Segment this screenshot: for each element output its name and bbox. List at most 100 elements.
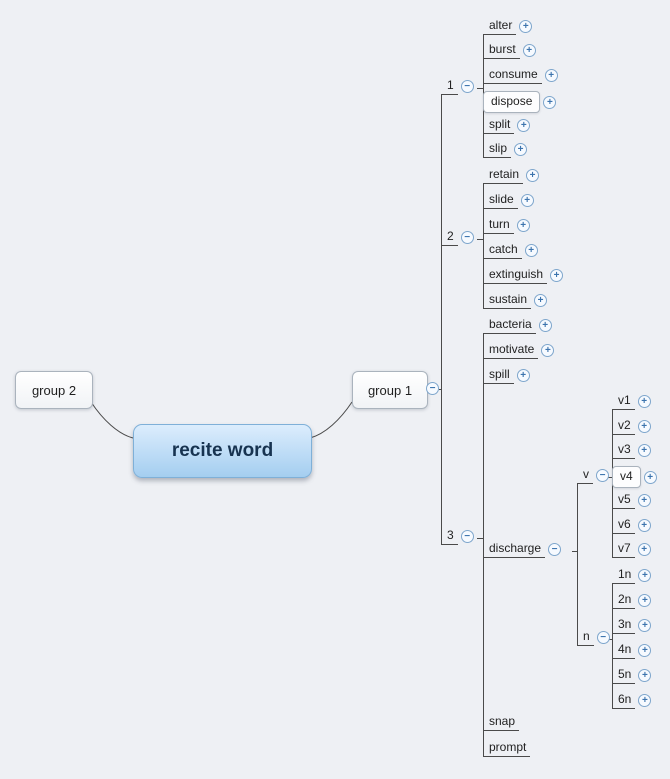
collapse-icon[interactable]: − — [548, 543, 562, 556]
expand-icon[interactable]: + — [517, 119, 531, 132]
topic-v3: v3+ — [612, 442, 651, 459]
topic-label[interactable]: consume — [483, 67, 542, 84]
topic-label[interactable]: v1 — [612, 393, 635, 410]
expand-icon[interactable]: + — [524, 244, 538, 257]
topic-1: 1− — [441, 78, 474, 95]
topic-label[interactable]: spill — [483, 367, 514, 384]
topic-1n: 1n+ — [612, 567, 652, 584]
connector-line — [607, 477, 612, 478]
expand-icon[interactable]: + — [637, 494, 651, 507]
topic-label[interactable]: v2 — [612, 418, 635, 435]
expand-icon[interactable]: + — [638, 569, 652, 582]
topic-4n: 4n+ — [612, 642, 652, 659]
topic-label[interactable]: v — [577, 467, 593, 484]
expand-icon[interactable]: + — [637, 444, 651, 457]
collapse-icon[interactable]: − — [426, 382, 439, 395]
expand-icon[interactable]: + — [526, 169, 540, 182]
expand-icon[interactable]: + — [544, 69, 558, 82]
topic-label[interactable]: 2n — [612, 592, 636, 609]
topic-label[interactable]: catch — [483, 242, 522, 259]
expand-icon[interactable]: + — [638, 594, 652, 607]
expand-icon[interactable]: + — [637, 543, 651, 556]
topic-label[interactable]: 1 — [441, 78, 458, 95]
main-topic-group-1[interactable]: group 1 — [352, 371, 428, 409]
expand-icon[interactable]: + — [516, 369, 530, 382]
collapse-icon[interactable]: − — [460, 530, 474, 543]
collapse-icon[interactable]: − — [596, 631, 610, 644]
topic-label[interactable]: 3n — [612, 617, 636, 634]
connector-line — [483, 334, 484, 757]
topic-retain: retain+ — [483, 167, 540, 184]
expand-icon[interactable]: + — [519, 20, 533, 33]
topic-label[interactable]: v7 — [612, 541, 635, 558]
topic-label[interactable]: snap — [483, 714, 520, 731]
collapse-icon[interactable]: − — [596, 469, 609, 482]
collapse-icon[interactable]: − — [460, 80, 474, 93]
topic-spill: spill+ — [483, 367, 530, 384]
expand-icon[interactable]: + — [543, 95, 557, 109]
expand-icon[interactable]: + — [638, 669, 652, 682]
connector-root-to-group1 — [309, 401, 353, 439]
topic-label[interactable]: extinguish — [483, 267, 548, 284]
expand-icon[interactable]: + — [637, 395, 651, 408]
topic-label[interactable]: v6 — [612, 517, 635, 534]
topic-slide: slide+ — [483, 192, 534, 209]
topic-2: 2− — [441, 229, 474, 246]
topic-bacteria: bacteria+ — [483, 317, 552, 334]
expand-icon[interactable]: + — [534, 294, 548, 307]
expand-icon[interactable]: + — [538, 319, 552, 332]
expand-icon[interactable]: + — [638, 644, 652, 657]
expand-icon[interactable]: + — [514, 143, 528, 156]
topic-label[interactable]: n — [577, 629, 594, 646]
expand-icon[interactable]: + — [522, 44, 536, 57]
topic-dispose: dispose+ — [483, 91, 557, 113]
topic-label[interactable]: 1n — [612, 567, 636, 584]
collapse-icon[interactable]: − — [460, 231, 474, 244]
expand-icon[interactable]: + — [541, 344, 555, 357]
topic-split: split+ — [483, 117, 531, 134]
topic-label[interactable]: prompt — [483, 740, 531, 757]
expand-icon[interactable]: + — [550, 269, 564, 282]
topic-label[interactable]: discharge — [483, 541, 546, 558]
topic-label[interactable]: slide — [483, 192, 518, 209]
topic-label[interactable]: 6n — [612, 692, 636, 709]
topic-alter: alter+ — [483, 18, 533, 35]
topic-label[interactable]: retain — [483, 167, 524, 184]
topic-label[interactable]: 5n — [612, 667, 636, 684]
topic-label[interactable]: motivate — [483, 342, 539, 359]
topic-label[interactable]: v5 — [612, 492, 635, 509]
expand-icon[interactable]: + — [520, 194, 534, 207]
topic-3n: 3n+ — [612, 617, 652, 634]
topic-v7: v7+ — [612, 541, 651, 558]
topic-label[interactable]: 3 — [441, 528, 458, 545]
connector-line — [577, 484, 578, 646]
topic-label[interactable]: turn — [483, 217, 514, 234]
topic-v4: v4+ — [612, 466, 657, 488]
topic-catch: catch+ — [483, 242, 538, 259]
central-topic[interactable]: recite word — [133, 424, 312, 478]
topic-label[interactable]: dispose — [483, 91, 541, 113]
topic-label[interactable]: sustain — [483, 292, 532, 309]
main-topic-group-2[interactable]: group 2 — [15, 371, 93, 409]
central-topic-label: recite word — [171, 440, 274, 461]
expand-icon[interactable]: + — [638, 619, 652, 632]
topic-label[interactable]: alter — [483, 18, 517, 35]
topic-label[interactable]: 4n — [612, 642, 636, 659]
topic-label[interactable]: 2 — [441, 229, 458, 246]
topic-label[interactable]: bacteria — [483, 317, 536, 334]
expand-icon[interactable]: + — [638, 694, 652, 707]
topic-3: 3− — [441, 528, 474, 545]
expand-icon[interactable]: + — [516, 219, 530, 232]
topic-v: v− — [577, 467, 609, 484]
topic-label[interactable]: split — [483, 117, 515, 134]
expand-icon[interactable]: + — [637, 420, 651, 433]
expand-icon[interactable]: + — [643, 470, 657, 484]
topic-prompt: prompt — [483, 740, 531, 757]
topic-label[interactable]: v3 — [612, 442, 635, 459]
topic-label[interactable]: burst — [483, 42, 520, 59]
topic-label[interactable]: slip — [483, 141, 512, 158]
expand-icon[interactable]: + — [637, 519, 651, 532]
topic-label[interactable]: v4 — [612, 466, 641, 488]
